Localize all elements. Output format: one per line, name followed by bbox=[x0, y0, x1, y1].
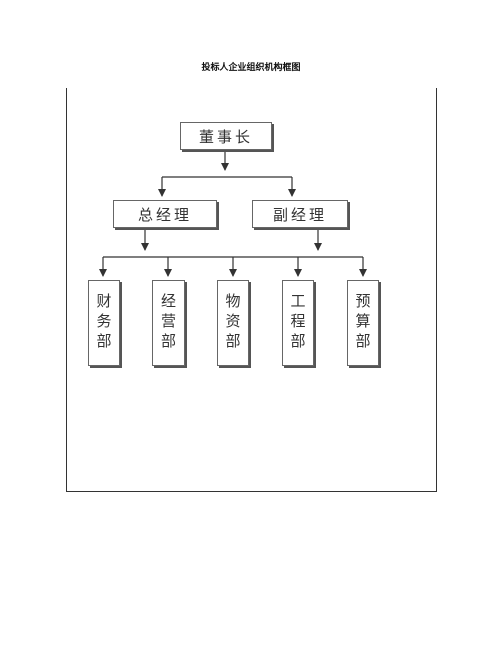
department-char: 资 bbox=[225, 312, 241, 330]
chairman-box: 董事长 bbox=[180, 122, 272, 150]
department-char: 务 bbox=[96, 312, 112, 330]
chart-title: 投标人企业组织机构框图 bbox=[201, 63, 301, 73]
general-manager-label: 总经理 bbox=[137, 205, 192, 224]
department-box-budget: 预 算 部 bbox=[347, 280, 379, 366]
department-char: 部 bbox=[355, 332, 371, 350]
department-box-finance: 财 务 部 bbox=[88, 280, 120, 366]
department-char: 经 bbox=[160, 292, 176, 310]
diagram-frame bbox=[66, 88, 437, 492]
department-char: 物 bbox=[225, 292, 241, 310]
deputy-manager-box: 副经理 bbox=[252, 200, 348, 228]
department-char: 部 bbox=[290, 332, 306, 350]
department-char: 预 bbox=[355, 292, 371, 310]
department-box-materials: 物 资 部 bbox=[217, 280, 249, 366]
deputy-manager-label: 副经理 bbox=[272, 205, 327, 224]
department-char: 营 bbox=[160, 312, 176, 330]
department-box-operations: 经 营 部 bbox=[152, 280, 185, 366]
department-char: 部 bbox=[225, 332, 241, 350]
general-manager-box: 总经理 bbox=[113, 200, 217, 228]
department-char: 部 bbox=[96, 332, 112, 350]
department-char: 算 bbox=[355, 312, 371, 330]
department-char: 工 bbox=[290, 292, 306, 310]
department-char: 部 bbox=[160, 332, 176, 350]
department-char: 财 bbox=[96, 292, 112, 310]
chairman-label: 董事长 bbox=[198, 127, 253, 146]
department-char: 程 bbox=[290, 312, 306, 330]
department-box-engineering: 工 程 部 bbox=[282, 280, 314, 366]
